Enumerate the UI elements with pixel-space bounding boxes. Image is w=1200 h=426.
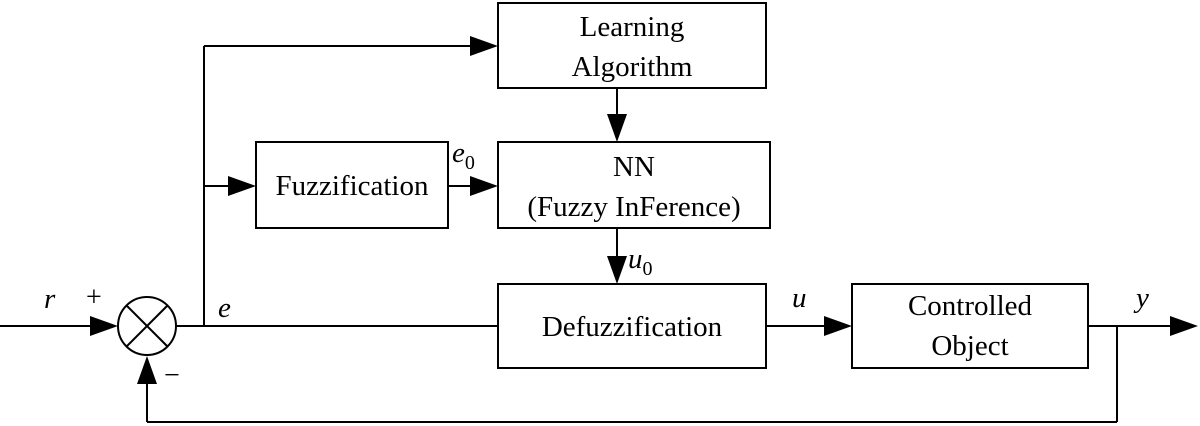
arrowhead-feedback [137,356,157,384]
arrowhead-output-y [1170,316,1198,336]
signal-label-e0: e0 [452,137,475,174]
arrowhead-u0-to-defuzzification [607,256,627,284]
signal-label-u: u [792,282,807,314]
defuzzification-block: Defuzzification [497,283,767,369]
signal-label-u0-subscript: 0 [643,258,653,280]
sum-minus-sign: − [164,360,180,391]
learning-algorithm-block: Learning Algorithm [497,2,767,89]
nn-label-line2: (Fuzzy InFerence) [527,191,740,223]
fuzzification-label: Fuzzification [275,170,429,202]
signal-label-e: e [218,292,231,324]
fuzzification-block: Fuzzification [255,141,449,229]
arrowhead-reference-input [90,316,118,336]
signal-label-u0: u0 [628,243,653,280]
learning-algorithm-label-line1: Learning [580,11,685,43]
defuzzification-label: Defuzzification [542,311,723,343]
arrowhead-u-to-controlled-object [824,316,852,336]
nn-label-line1: NN [613,151,655,183]
arrowhead-learning-to-nn [607,114,627,142]
arrowhead-e0-to-nn [470,176,498,196]
signal-label-e0-subscript: 0 [465,152,475,174]
signal-label-u0-symbol: u [628,243,643,275]
summing-junction [117,296,177,356]
learning-algorithm-label-line2: Algorithm [572,51,693,83]
signal-label-y: y [1133,282,1149,314]
signal-label-r: r [44,283,56,315]
arrowhead-to-learning [470,36,498,56]
controlled-object-label-line2: Object [931,330,1008,362]
controlled-object-block: Controlled Object [851,283,1089,369]
arrowhead-to-fuzzification [228,176,256,196]
controlled-object-label-line1: Controlled [908,290,1033,322]
signal-label-e0-symbol: e [452,137,465,169]
nn-fuzzy-inference-block: NN (Fuzzy InFerence) [497,141,771,229]
sum-plus-sign: + [86,282,102,313]
